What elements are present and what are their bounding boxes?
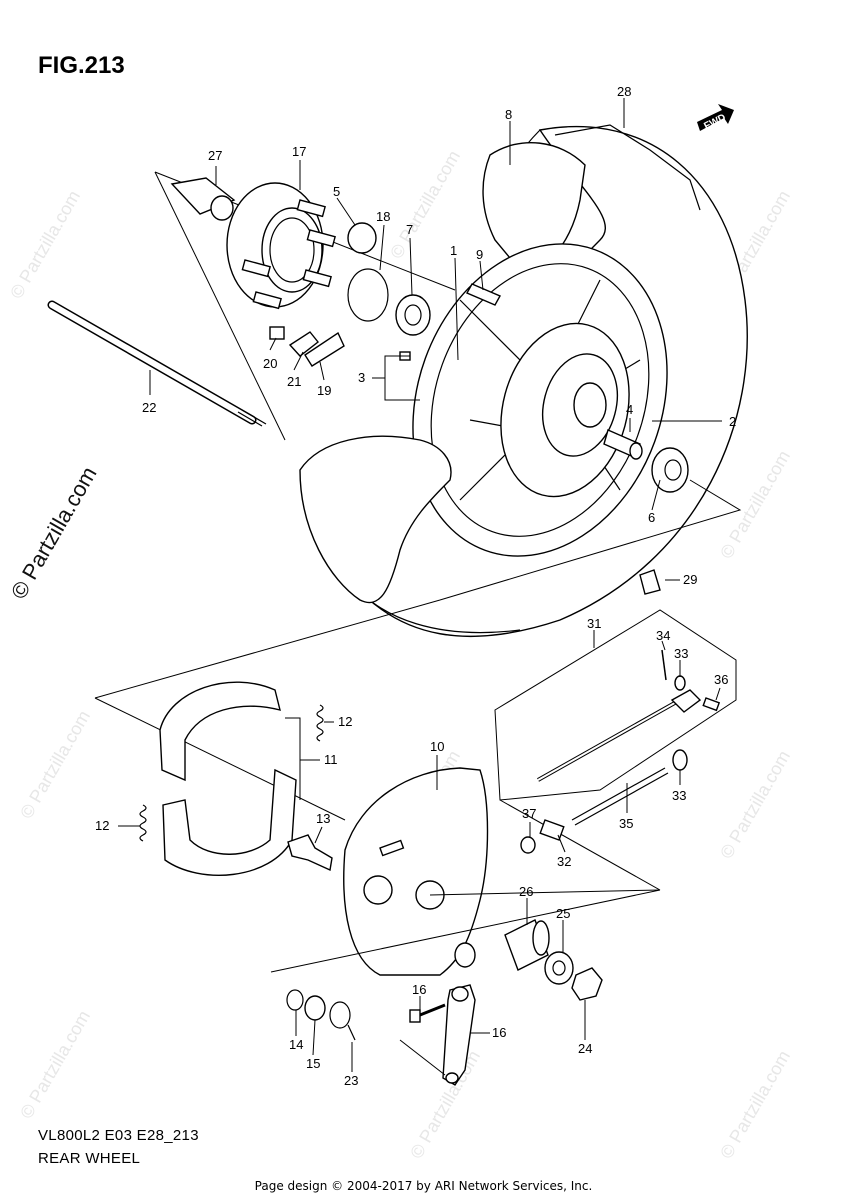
part-16-brake-lever	[442, 984, 476, 1086]
part-12-spring-upper	[316, 704, 324, 742]
callout-12-lower: 12	[95, 818, 109, 833]
part-24-spring	[329, 1001, 356, 1041]
part-22-lock-washer	[288, 331, 319, 357]
part-33-washer-lower	[672, 749, 688, 771]
part-13-brake-cam	[287, 834, 333, 872]
callout-12-upper: 12	[338, 714, 352, 729]
watermark-tile: © Partzilla.com	[716, 1047, 794, 1162]
callout-21: 20	[263, 356, 277, 371]
callout-5: 5	[333, 184, 340, 199]
callout-24: 23	[344, 1073, 358, 1088]
callout-7: 7	[406, 222, 413, 237]
figure-title: FIG.213	[38, 52, 125, 79]
part-4-spacer	[603, 429, 643, 460]
callout-8: 8	[505, 107, 512, 122]
part-27-sleeve	[504, 919, 550, 971]
fwd-arrow-icon: FWD	[697, 104, 734, 132]
watermark-tile: © Partzilla.com	[16, 1007, 94, 1122]
callout-32: 32	[557, 854, 571, 869]
callout-33-upper: 33	[674, 646, 688, 661]
callout-16: 16	[492, 1025, 506, 1040]
tire-cross-section	[299, 435, 452, 604]
part-18-drum-hub	[226, 182, 336, 310]
callout-28: 27	[208, 148, 222, 163]
callout-15: 15	[306, 1056, 320, 1071]
part-19-o-ring	[347, 268, 389, 322]
callout-34: 34	[656, 628, 670, 643]
callout-17: 16	[412, 982, 426, 997]
callout-22: 21	[287, 374, 301, 389]
model-code: VL800L2 E03 E28_213	[38, 1127, 199, 1144]
part-20-plate	[304, 331, 345, 367]
part-11-brake-shoe-lower	[162, 768, 297, 876]
part-32-joint	[539, 819, 565, 841]
part-31-brake-rod	[537, 689, 702, 782]
callout-29: 28	[617, 84, 631, 99]
part-30-valve-cap	[639, 569, 661, 595]
callout-37: 37	[522, 806, 536, 821]
callout-31: 31	[587, 616, 601, 631]
part-34-cotter-pin	[661, 649, 667, 681]
part-7-bearing	[395, 294, 431, 336]
callout-25: 24	[578, 1041, 592, 1056]
part-11-brake-shoe-upper	[159, 681, 281, 782]
part-25-nut	[571, 967, 603, 1001]
part-15-washer	[304, 995, 326, 1021]
watermark-tile: © Partzilla.com	[6, 187, 84, 302]
part-10-brake-panel	[343, 767, 489, 976]
callout-13: 13	[316, 811, 330, 826]
page-credit: Page design © 2004-2017 by ARI Network S…	[254, 1179, 593, 1193]
callout-30: 29	[683, 572, 697, 587]
callout-9: 9	[476, 247, 483, 262]
part-35-spring	[571, 767, 669, 826]
callout-27: 26	[519, 884, 533, 899]
callout-19: 18	[376, 209, 390, 224]
callout-leaders	[118, 98, 722, 1072]
part-14-circlip	[286, 989, 304, 1011]
callout-6: 6	[648, 510, 655, 525]
fwd-label: FWD	[702, 112, 727, 132]
callout-36: 36	[714, 672, 728, 687]
callout-33-lower: 33	[672, 788, 686, 803]
part-26-washer	[544, 951, 574, 985]
part-21-bolt	[269, 326, 285, 340]
callout-10: 10	[430, 739, 444, 754]
part-17-bolt	[409, 1003, 446, 1023]
wheel-hub	[500, 322, 630, 498]
figure-caption: REAR WHEEL	[38, 1150, 141, 1167]
part-37-nut	[520, 836, 536, 854]
callout-1: 1	[450, 243, 457, 258]
callout-35: 35	[619, 816, 633, 831]
part-36-pin	[702, 697, 721, 712]
watermark-tile: © Partzilla.com	[716, 447, 794, 562]
callout-26: 25	[556, 906, 570, 921]
callout-3: 3	[358, 370, 365, 385]
watermark-tile: © Partzilla.com	[16, 707, 94, 822]
part-33-washer-upper	[674, 675, 686, 691]
part-28-collar	[170, 177, 236, 221]
callout-18: 17	[292, 144, 306, 159]
callout-20: 19	[317, 383, 331, 398]
part-23-axle	[47, 300, 267, 427]
callout-14: 14	[289, 1037, 303, 1052]
callout-23: 22	[142, 400, 156, 415]
callout-11: 11	[324, 752, 338, 767]
watermark-tile: © Partzilla.com	[716, 747, 794, 862]
part-12-spring-lower	[139, 804, 147, 842]
part-5-bushing	[347, 222, 377, 254]
part-9-rim-band	[466, 283, 501, 306]
callout-2: 2	[729, 414, 736, 429]
callout-4: 4	[626, 402, 633, 417]
part-6-bearing	[651, 447, 689, 493]
callout-numbers: 27 17 5 18 7 20 21 19 22 8 28 9 1 3 4 2 …	[95, 84, 736, 1088]
